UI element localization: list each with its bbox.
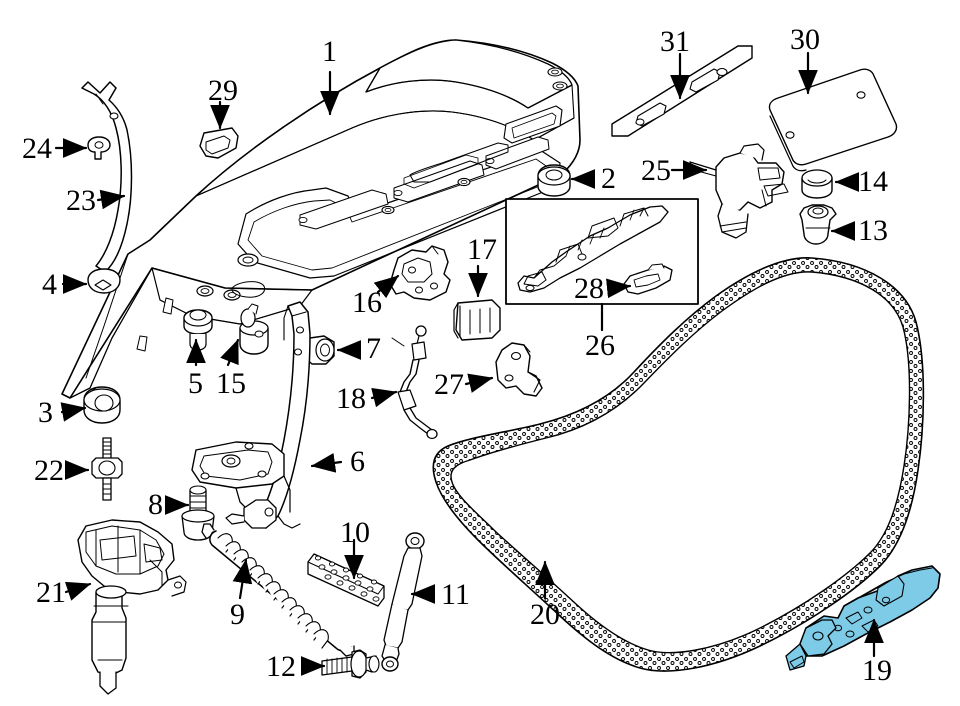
callout-label-13[interactable]: 13 (858, 214, 888, 247)
callout-label-8[interactable]: 8 (148, 488, 163, 521)
leader-9 (232, 558, 253, 600)
part-4-clip-cap (87, 268, 121, 294)
leader-16 (373, 274, 400, 299)
part-18-release-cable-rod (391, 325, 438, 440)
part-22-stud-bolt (91, 437, 123, 501)
callout-label-18[interactable]: 18 (336, 382, 366, 415)
callout-label-25[interactable]: 25 (641, 154, 671, 187)
callout-label-29[interactable]: 29 (208, 74, 238, 107)
part-23-hinge-cover-trim (81, 81, 133, 273)
part-30-license-plate-backing-plate (768, 68, 898, 172)
callout-label-11[interactable]: 11 (441, 578, 470, 611)
callout-label-31[interactable]: 31 (660, 25, 690, 58)
callout-leaders (54, 51, 884, 676)
callout-label-24[interactable]: 24 (22, 132, 52, 165)
callout-label-1[interactable]: 1 (322, 35, 337, 68)
part-31-mounting-strip (611, 45, 753, 137)
part-19-reinforcement-bracket-highlighted (785, 565, 941, 671)
callout-label-14[interactable]: 14 (858, 165, 888, 198)
part-17-lock-cylinder-housing (453, 299, 501, 341)
part-21-power-trunk-drive-motor (77, 519, 187, 695)
part-3-rubber-grommet-plug (83, 386, 121, 424)
leader-6 (310, 453, 343, 473)
hinge-base-bracket (191, 441, 291, 529)
callout-label-3[interactable]: 3 (38, 396, 53, 429)
callout-label-15[interactable]: 15 (216, 367, 246, 400)
callout-label-10[interactable]: 10 (340, 516, 370, 549)
part-13-flange-bolt (799, 204, 837, 245)
callout-label-20[interactable]: 20 (530, 598, 560, 631)
callout-label-5[interactable]: 5 (188, 367, 203, 400)
part-24-push-pin-clip (87, 136, 111, 160)
part-26-handle-garnish-body (517, 205, 669, 293)
part-20-weatherstrip-seal (432, 257, 925, 672)
callout-label-19[interactable]: 19 (862, 654, 892, 687)
part-14-cap-cover (801, 169, 833, 199)
part-28-handle-trim-piece (623, 263, 673, 295)
part-27-catch-bracket (495, 342, 543, 397)
leader-21 (64, 581, 92, 601)
callout-label-12[interactable]: 12 (266, 650, 296, 683)
part-1-trunk-lid-panel (61, 39, 581, 399)
leader-3 (60, 402, 87, 422)
part-11-gas-strut-lift-support (381, 532, 425, 672)
callout-label-23[interactable]: 23 (66, 184, 96, 217)
callout-label-4[interactable]: 4 (42, 268, 57, 301)
part-16-latch-assembly (389, 245, 451, 301)
leader-27 (464, 373, 494, 393)
part-10-spring-adjuster-block (307, 553, 385, 607)
leader-28 (606, 278, 632, 299)
part-5-bump-stop-buffer (183, 309, 213, 351)
callout-label-7[interactable]: 7 (366, 332, 381, 365)
callout-label-2[interactable]: 2 (601, 162, 616, 195)
callout-label-22[interactable]: 22 (34, 454, 64, 487)
callout-label-9[interactable]: 9 (230, 598, 245, 631)
callout-label-6[interactable]: 6 (350, 445, 365, 478)
leader-15 (220, 338, 240, 367)
part-9-torsion-spring (201, 523, 355, 657)
callout-label-27[interactable]: 27 (434, 368, 464, 401)
part-29-corner-bracket-clip (199, 127, 239, 159)
leader-18 (370, 387, 398, 408)
callout-label-16[interactable]: 16 (352, 286, 382, 319)
callout-label-17[interactable]: 17 (467, 233, 497, 266)
callout-label-26[interactable]: 26 (585, 329, 615, 362)
callout-label-28[interactable]: 28 (574, 272, 604, 305)
part-25-lock-actuator-motor (689, 143, 789, 239)
callout-label-21[interactable]: 21 (36, 576, 66, 609)
callout-label-30[interactable]: 30 (790, 23, 820, 56)
part-15-striker-stud (239, 303, 269, 355)
leader-23 (96, 189, 126, 210)
part-2-bump-stop-pad (537, 164, 571, 197)
